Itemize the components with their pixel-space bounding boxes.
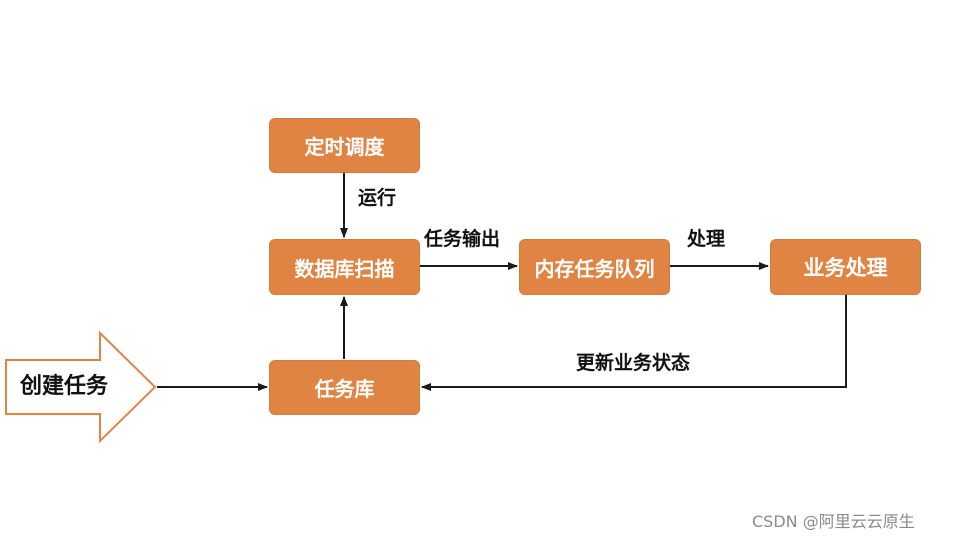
edge-label-run: 运行	[358, 187, 397, 209]
create-task-label: 创建任务	[20, 374, 109, 399]
edge-label-task-output: 任务输出	[424, 228, 501, 250]
node-memory-queue: 内存任务队列	[519, 239, 670, 295]
node-db-scan: 数据库扫描	[269, 239, 420, 295]
node-task-db: 任务库	[269, 360, 420, 415]
edge-business-to-taskdb	[421, 295, 847, 391]
edge-label-update-status: 更新业务状态	[576, 352, 691, 374]
watermark: CSDN @阿里云云原生	[752, 512, 915, 531]
create-task-big-arrow	[5, 330, 157, 444]
edge-label-process: 处理	[687, 228, 726, 250]
node-scheduler: 定时调度	[269, 118, 420, 173]
node-business: 业务处理	[770, 239, 921, 295]
